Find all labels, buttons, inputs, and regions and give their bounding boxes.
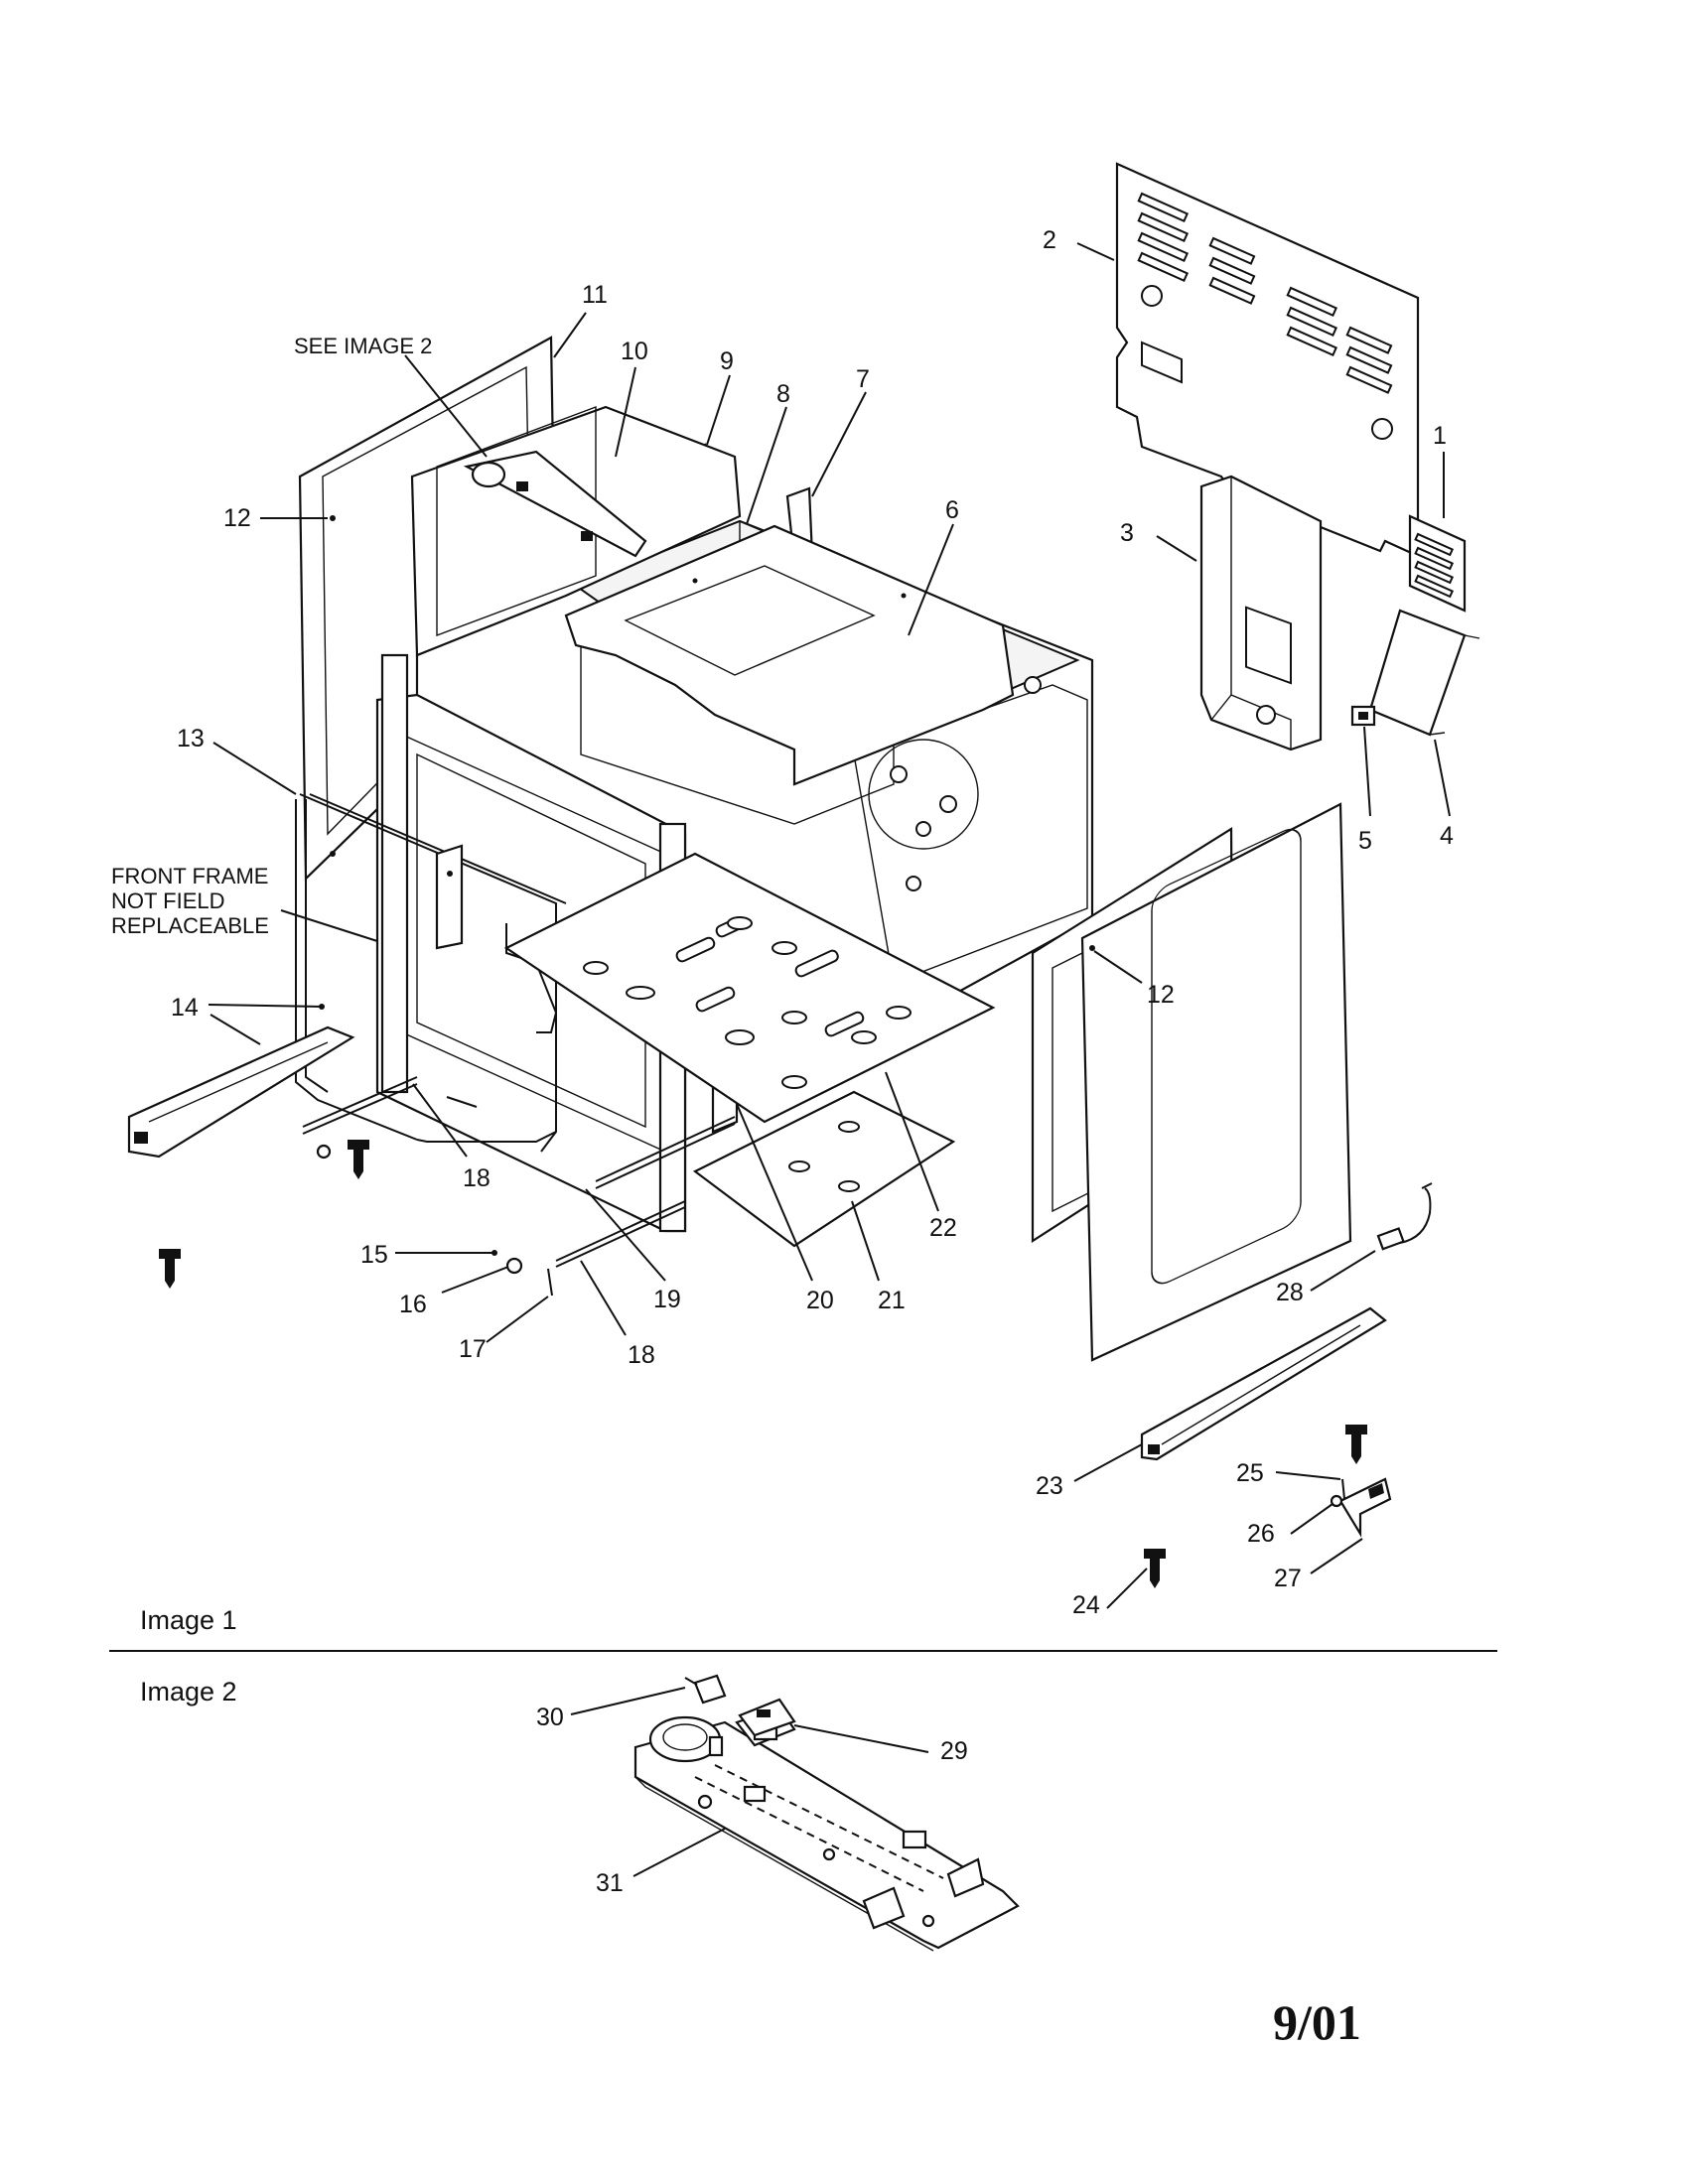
washer-part-26 (1330, 1494, 1343, 1508)
callout-10: 10 (621, 338, 648, 365)
callout-7: 7 (856, 365, 870, 393)
revision-date: 9/01 (1273, 1994, 1361, 2050)
control-bracket-part-31 (633, 1706, 1020, 1952)
top-panel (564, 524, 1015, 786)
back-panel-part-2 (1115, 162, 1420, 558)
callout-8: 8 (776, 380, 790, 408)
callout-5: 5 (1358, 827, 1372, 855)
callout-12-right: 12 (1147, 981, 1175, 1009)
switch-part-29 (738, 1698, 796, 1737)
callout-20: 20 (806, 1287, 834, 1314)
rod-part-18 (302, 1076, 736, 1268)
callout-6: 6 (945, 496, 959, 524)
callout-27: 27 (1274, 1565, 1302, 1592)
see-image-2-note: SEE IMAGE 2 (294, 334, 432, 358)
screw-icon (348, 1140, 369, 1179)
pin-part-25 (1341, 1478, 1345, 1500)
callout-22: 22 (929, 1214, 957, 1242)
image-2-label: Image 2 (140, 1677, 237, 1706)
image-2-leader-lines (570, 1687, 929, 1877)
image-1-label: Image 1 (140, 1605, 237, 1635)
bottom-plate-part-21 (692, 1090, 956, 1248)
front-frame-note-line2: NOT FIELD (111, 888, 225, 913)
clip-part-5 (1350, 705, 1376, 727)
callout-29: 29 (940, 1737, 968, 1765)
callout-18-upper: 18 (463, 1164, 491, 1192)
bracket-part-27 (1338, 1477, 1392, 1538)
screw-hardware (159, 1140, 1367, 1588)
screw-icon (1144, 1549, 1166, 1588)
callout-31: 31 (596, 1869, 624, 1897)
screw-icon (1345, 1425, 1367, 1464)
right-side-panel (1031, 802, 1352, 1362)
callout-15: 15 (360, 1241, 388, 1269)
callout-3: 3 (1120, 519, 1134, 547)
callout-14: 14 (171, 994, 199, 1022)
callout-18-lower: 18 (628, 1341, 655, 1369)
callout-23: 23 (1036, 1472, 1063, 1500)
callout-25: 25 (1236, 1459, 1264, 1487)
front-frame-note-line1: FRONT FRAME (111, 864, 268, 888)
callout-labels: 2 1 3 4 5 6 7 8 9 10 11 12 12 13 14 15 1… (171, 226, 1454, 1619)
terminal-part-30 (684, 1674, 727, 1705)
screw-icon (159, 1249, 181, 1289)
callout-13: 13 (177, 725, 205, 752)
callout-12-left: 12 (223, 504, 251, 532)
duct-part-3 (1199, 475, 1323, 751)
callout-19: 19 (653, 1286, 681, 1313)
callout-16: 16 (399, 1291, 427, 1318)
callout-9: 9 (720, 347, 734, 375)
power-cord-part-28 (1376, 1182, 1433, 1251)
callout-2: 2 (1043, 226, 1056, 254)
rail-part-14 (127, 1025, 355, 1159)
leader-lines (208, 242, 1451, 1609)
oven-bottom-part-22 (503, 852, 996, 1124)
callout-17: 17 (459, 1335, 487, 1363)
bracket-part-4 (1368, 609, 1480, 737)
rack-frame-part-13 (295, 793, 567, 1153)
callout-1: 1 (1433, 422, 1447, 450)
callout-24: 24 (1072, 1591, 1100, 1619)
callout-30: 30 (536, 1704, 564, 1731)
callout-28: 28 (1276, 1279, 1304, 1306)
front-frame-note-line3: REPLACEABLE (111, 913, 269, 938)
vent-grille-part-1 (1408, 514, 1467, 613)
callout-21: 21 (878, 1287, 906, 1314)
callout-26: 26 (1247, 1520, 1275, 1548)
callout-11: 11 (582, 281, 608, 309)
rail-part-23 (1140, 1306, 1387, 1461)
control-bracket-thumbnail (463, 450, 647, 558)
callout-4: 4 (1440, 822, 1454, 850)
